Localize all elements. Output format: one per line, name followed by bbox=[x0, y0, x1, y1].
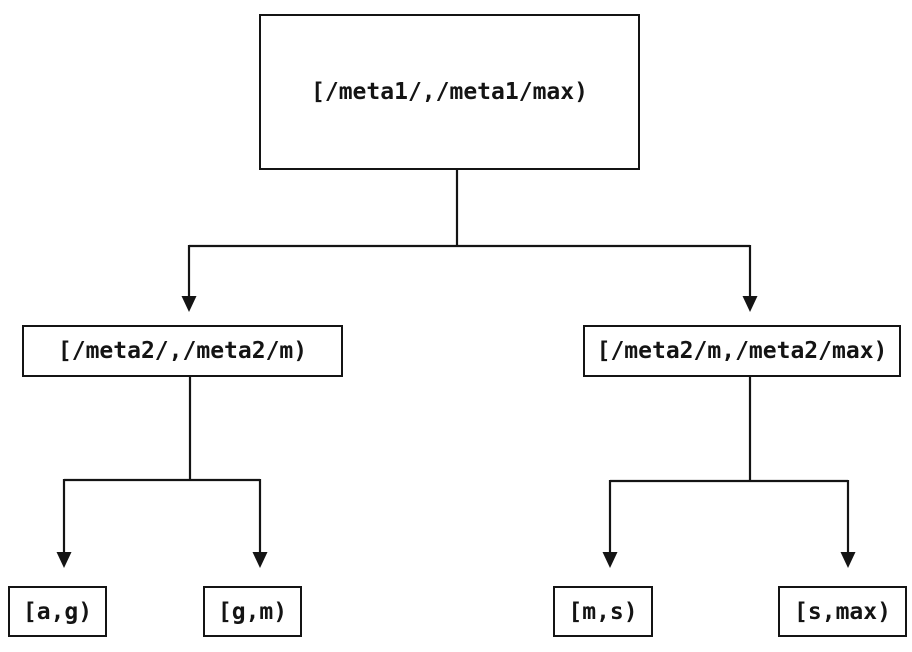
arrowhead-to-leaf-ag bbox=[56, 552, 72, 568]
edge-root-to-children bbox=[181, 170, 758, 312]
arrowhead-to-leaf-smax bbox=[840, 552, 856, 568]
edge-left-mid-to-leaves bbox=[56, 377, 268, 568]
tree-node-right-mid: [/meta2/m,/meta2/max) bbox=[583, 325, 901, 377]
arrowhead-to-left-mid bbox=[181, 296, 197, 312]
tree-node-root: [/meta1/,/meta1/max) bbox=[259, 14, 640, 170]
tree-node-left-mid: [/meta2/,/meta2/m) bbox=[22, 325, 343, 377]
arrowhead-to-leaf-gm bbox=[252, 552, 268, 568]
tree-node-leaf-smax: [s,max) bbox=[778, 586, 907, 637]
tree-node-leaf-gm: [g,m) bbox=[203, 586, 302, 637]
arrowhead-to-leaf-ms bbox=[602, 552, 618, 568]
tree-node-leaf-ag: [a,g) bbox=[8, 586, 107, 637]
arrowhead-to-right-mid bbox=[742, 296, 758, 312]
edge-right-mid-to-leaves bbox=[602, 377, 856, 568]
tree-node-leaf-ms: [m,s) bbox=[553, 586, 653, 637]
